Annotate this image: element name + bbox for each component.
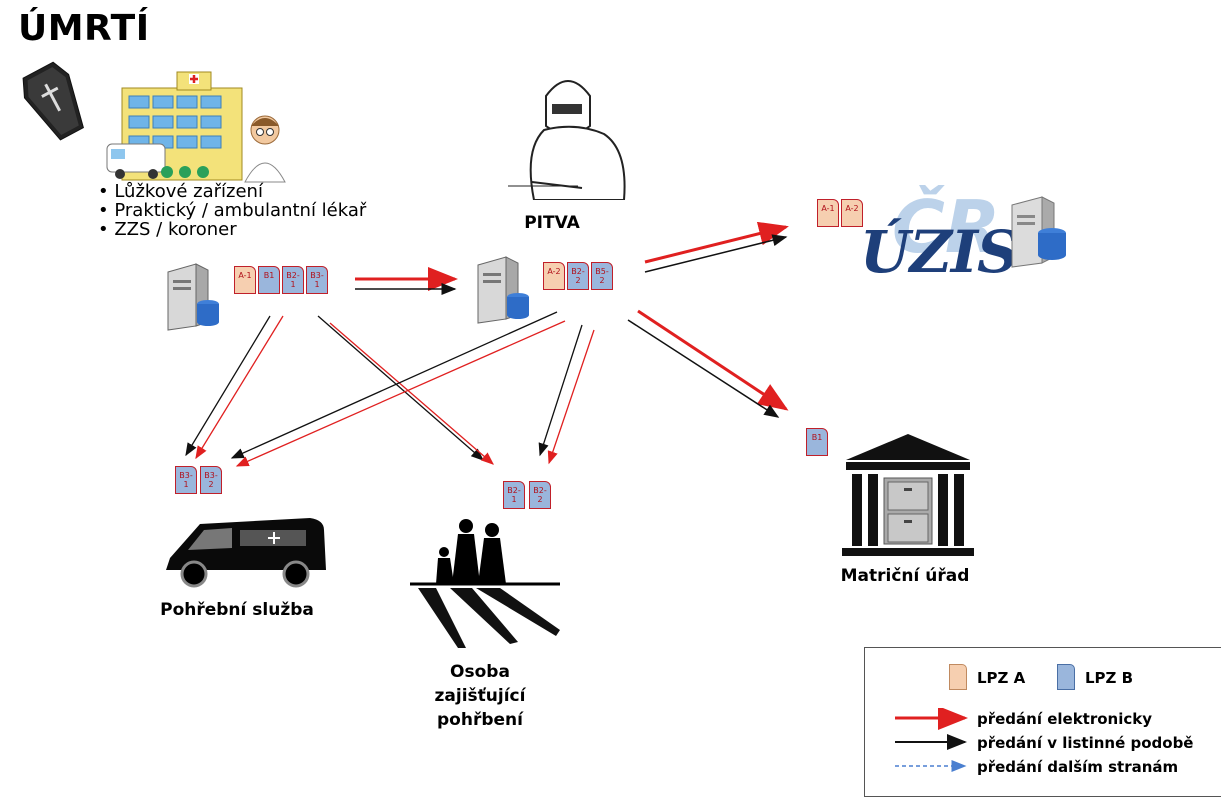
arrow-paper-pitva-uzis [644, 234, 788, 273]
osoba-label: Osoba zajišťující pohřbení [434, 662, 526, 730]
server-icon [477, 256, 529, 324]
doc-lpz-a: A-1 [817, 199, 839, 227]
doc-lpz-a: A-2 [543, 262, 565, 290]
hospital-icon [106, 71, 286, 183]
family-silhouette-icon [410, 519, 560, 648]
registry-office-icon [842, 434, 974, 556]
doc-lpz-a: A-1 [234, 266, 256, 294]
pitva-label: PITVA [524, 213, 580, 233]
lpz-a-swatch [949, 664, 967, 690]
page-title: ÚMRTÍ [18, 8, 150, 49]
source-item: Praktický / ambulantní lékař [98, 201, 366, 220]
arrow-electronic-pitva-uzis [644, 221, 789, 264]
arrow-paper-pitva-matrika [627, 319, 780, 418]
doc-lpz-b: B2- 2 [567, 262, 589, 290]
source-item: ZZS / koroner [98, 220, 366, 239]
legend-lpz-a: LPZ A [977, 669, 1026, 687]
pohrebni-label: Pohřební služba [160, 600, 314, 620]
uzis-cr-watermark: ČR [892, 185, 1001, 269]
legend-lpz-b: LPZ B [1085, 669, 1134, 687]
doc-lpz-a: A-2 [841, 199, 863, 227]
doc-lpz-b: B3- 1 [175, 466, 197, 494]
doc-lpz-b: B5- 2 [591, 262, 613, 290]
source-list: Lůžkové zařízení Praktický / ambulantní … [98, 182, 366, 239]
doc-lpz-b: B2- 1 [282, 266, 304, 294]
legend: LPZ A LPZ B předání elektronicky předání… [864, 647, 1221, 797]
database-server-icon [1011, 196, 1066, 268]
doc-lpz-b: B3- 1 [306, 266, 328, 294]
doc-lpz-b: B3- 2 [200, 466, 222, 494]
doc-lpz-b: B1 [258, 266, 280, 294]
source-item: Lůžkové zařízení [98, 182, 366, 201]
lpz-b-swatch [1057, 664, 1075, 690]
doc-lpz-b: B2- 2 [529, 481, 551, 509]
hearse-icon [166, 518, 326, 588]
pathologist-icon [508, 80, 626, 200]
legend-paper: předání v listinné podobě [977, 734, 1194, 752]
server-icon [167, 263, 219, 331]
doc-lpz-b: B2- 1 [503, 481, 525, 509]
legend-others: předání dalším stranám [977, 758, 1179, 776]
legend-electronic: předání elektronicky [977, 710, 1153, 728]
arrow-electronic-pitva-matrika [637, 309, 789, 411]
coffin-icon [22, 61, 84, 141]
matrika-label: Matriční úřad [840, 566, 970, 586]
doc-lpz-b: B1 [806, 428, 828, 456]
uzis-logo: ÚZIS [860, 218, 1019, 286]
legend-arrows [895, 708, 968, 772]
